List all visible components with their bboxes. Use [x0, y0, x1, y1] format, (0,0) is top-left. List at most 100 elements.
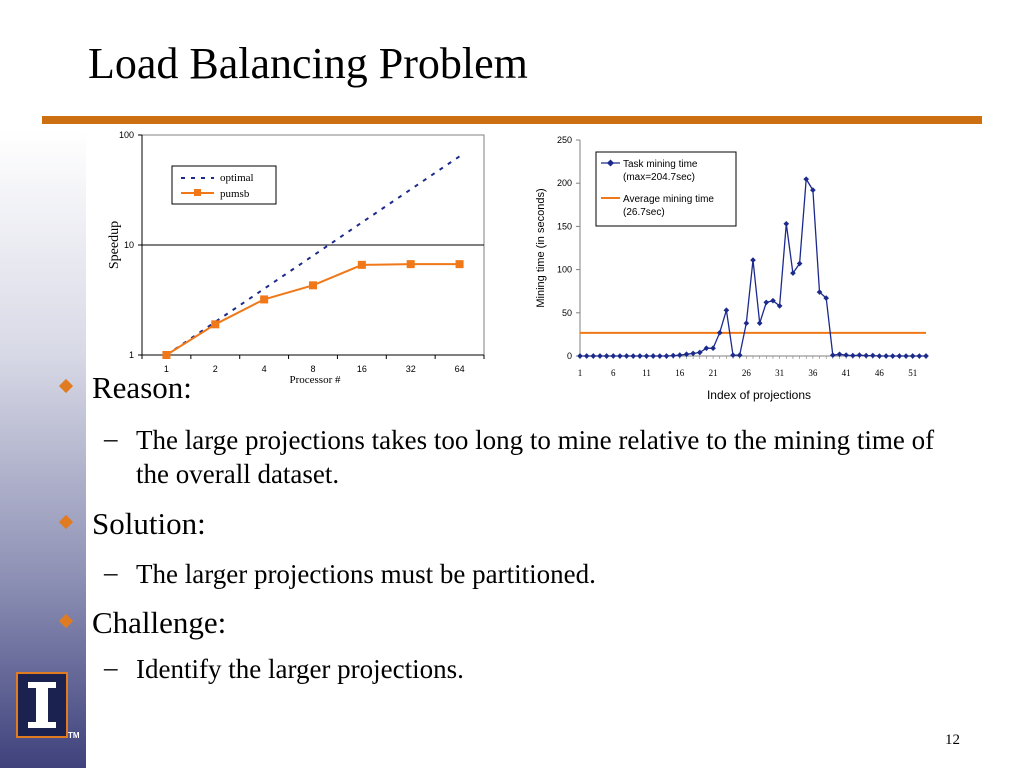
task-point [617, 353, 623, 359]
pumsb-point [406, 260, 415, 269]
speedup-legend-box [171, 165, 277, 205]
logo-letter: I [18, 674, 19, 675]
speedup-xtick-label: 1 [164, 364, 169, 374]
speedup-ytick-label: 100 [119, 130, 134, 140]
task-point [863, 352, 869, 359]
task-point [637, 353, 643, 359]
left-gradient-band [0, 130, 86, 768]
task-point [856, 352, 863, 358]
speedup-ytick-label: 1 [129, 350, 134, 360]
task-point [736, 352, 743, 358]
task-point [883, 353, 889, 359]
mining-ytick-label: 250 [557, 135, 572, 145]
task-point [723, 307, 730, 314]
mining-xtick-label: 26 [742, 368, 752, 378]
sub-bullet-dash: – [104, 557, 118, 587]
task-point [657, 353, 663, 359]
mining-ytick-label: 50 [562, 308, 572, 318]
task-point [810, 187, 816, 193]
legend-average-label: Average mining time [623, 194, 714, 205]
mining-ytick-label: 100 [557, 265, 572, 275]
task-point [896, 353, 903, 359]
task-point [849, 352, 856, 359]
mining-xtick-label: 11 [642, 368, 651, 378]
sub-bullet-dash: – [104, 652, 118, 682]
pumsb-point [455, 260, 464, 269]
task-point [590, 353, 597, 359]
legend-pumsb-label: pumsb [220, 188, 250, 200]
speedup-xtick-label: 8 [310, 364, 315, 374]
mining-xtick-label: 6 [611, 368, 616, 378]
task-point [876, 353, 883, 359]
legend-task-marker [606, 159, 615, 167]
mining-xtick-label: 1 [578, 368, 583, 378]
speedup-xtick-label: 32 [406, 364, 416, 374]
task-point [903, 353, 909, 359]
mining-xtick-label: 46 [875, 368, 885, 378]
task-point [889, 353, 896, 359]
task-point [610, 353, 617, 359]
legend-task-label: Task mining time [623, 159, 698, 170]
task-point [676, 352, 683, 358]
task-point [756, 320, 763, 326]
page-number: 12 [945, 732, 960, 748]
speedup-ylabel: Speedup [107, 221, 122, 269]
sub-bullet-dash: – [104, 423, 118, 453]
speedup-xtick-label: 64 [455, 364, 465, 374]
bullet-challenge: Challenge: [92, 605, 227, 640]
sub-bullet-solution-text: The larger projections must be partition… [136, 559, 596, 589]
speedup-xlabel: Processor # [289, 374, 341, 386]
mining-ytick-label: 0 [567, 351, 572, 361]
task-point [690, 350, 696, 357]
task-point [603, 353, 610, 359]
task-point [650, 353, 657, 359]
speedup-xtick-label: 16 [357, 364, 367, 374]
task-point [670, 352, 677, 359]
slide-title: Load Balancing Problem [88, 39, 528, 88]
task-point [783, 220, 790, 227]
legend-task-sublabel: (max=204.7sec) [623, 172, 695, 183]
pumsb-point [309, 281, 317, 290]
task-point [829, 352, 836, 358]
title-underline [42, 116, 982, 124]
speedup-xtick-label: 4 [262, 364, 267, 374]
pumsb-point [211, 320, 220, 329]
task-point [630, 353, 637, 359]
bullet-solution: Solution: [92, 506, 206, 541]
task-point [916, 353, 923, 359]
task-point [710, 345, 716, 352]
task-point [730, 352, 736, 358]
mining-legend-box [595, 151, 737, 227]
mining-xtick-label: 51 [908, 368, 917, 378]
legend-average-sublabel: (26.7sec) [623, 207, 665, 218]
task-point [623, 353, 630, 359]
mining-xtick-label: 16 [675, 368, 685, 378]
mining-xtick-label: 31 [775, 368, 784, 378]
task-point [750, 257, 756, 263]
pumsb-point [357, 260, 366, 269]
task-point [583, 353, 590, 359]
trademark-mark: TM [68, 731, 80, 740]
speedup-legend: optimal pumsb [171, 165, 277, 205]
legend-pumsb-marker [194, 189, 201, 196]
task-point [597, 353, 603, 359]
pumsb-point [260, 295, 269, 304]
legend-optimal-label: optimal [220, 172, 254, 184]
mining-xtick-label: 41 [842, 368, 851, 378]
task-point [643, 353, 650, 359]
task-point [577, 353, 583, 359]
mining-xlabel: Index of projections [707, 388, 811, 402]
task-point [776, 303, 783, 309]
task-point [909, 353, 916, 359]
sub-bullet-reason-text: The large projections takes too long to … [136, 425, 935, 489]
sub-bullet-challenge-text: Identify the larger projections. [136, 654, 464, 684]
university-logo: I [16, 672, 68, 738]
mining-ytick-label: 150 [557, 221, 572, 231]
task-point [663, 353, 670, 359]
task-point [923, 353, 929, 359]
task-point [836, 351, 843, 358]
task-point [763, 299, 770, 306]
task-point [869, 352, 876, 359]
